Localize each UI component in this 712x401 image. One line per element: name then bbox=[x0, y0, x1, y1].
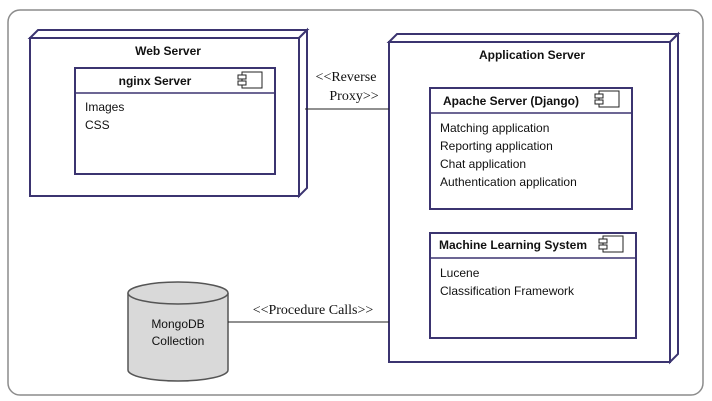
apache-item: Chat application bbox=[440, 157, 526, 171]
application-server-title: Application Server bbox=[479, 48, 585, 62]
apache-component-box bbox=[429, 87, 633, 210]
reverse-proxy-label-line1: <<Reverse bbox=[316, 70, 377, 85]
database-cylinder-body bbox=[127, 293, 229, 382]
nginx-component-name: nginx Server bbox=[119, 74, 192, 88]
ml-component-box bbox=[429, 232, 637, 339]
web-server-node-top bbox=[27, 29, 310, 39]
ml-component-name: Machine Learning System bbox=[439, 238, 587, 252]
nginx-item: Images bbox=[85, 100, 124, 114]
app-server-node-side bbox=[669, 31, 679, 365]
web-server-title: Web Server bbox=[135, 44, 201, 58]
component-icon bbox=[594, 90, 620, 108]
apache-component-name: Apache Server (Django) bbox=[443, 94, 579, 108]
web-server-node-side bbox=[298, 27, 308, 199]
apache-item: Reporting application bbox=[440, 139, 553, 153]
component-icon bbox=[237, 71, 263, 89]
reverse-proxy-label-line2: Proxy>> bbox=[329, 89, 378, 104]
database-cylinder-top bbox=[127, 281, 229, 305]
ml-component: Machine Learning System Lucene Classific… bbox=[429, 232, 637, 339]
web-server-node: Web Server nginx Server Images CSS bbox=[27, 27, 310, 199]
apache-component: Apache Server (Django) Matching applicat… bbox=[429, 87, 633, 210]
nginx-component: nginx Server Images CSS bbox=[74, 67, 276, 175]
ml-item: Classification Framework bbox=[440, 284, 575, 298]
procedure-calls-label: <<Procedure Calls>> bbox=[253, 303, 374, 318]
application-server-node: Application Server Apache Server (Django… bbox=[386, 31, 681, 365]
ml-item: Lucene bbox=[440, 266, 480, 280]
mongodb-database: MongoDB Collection bbox=[127, 281, 229, 382]
app-server-node-top bbox=[386, 33, 681, 43]
database-label-line2: Collection bbox=[152, 334, 205, 348]
database-label-line1: MongoDB bbox=[151, 317, 204, 331]
apache-item: Matching application bbox=[440, 121, 549, 135]
component-icon bbox=[598, 235, 624, 253]
apache-item: Authentication application bbox=[440, 175, 577, 189]
nginx-item: CSS bbox=[85, 118, 110, 132]
